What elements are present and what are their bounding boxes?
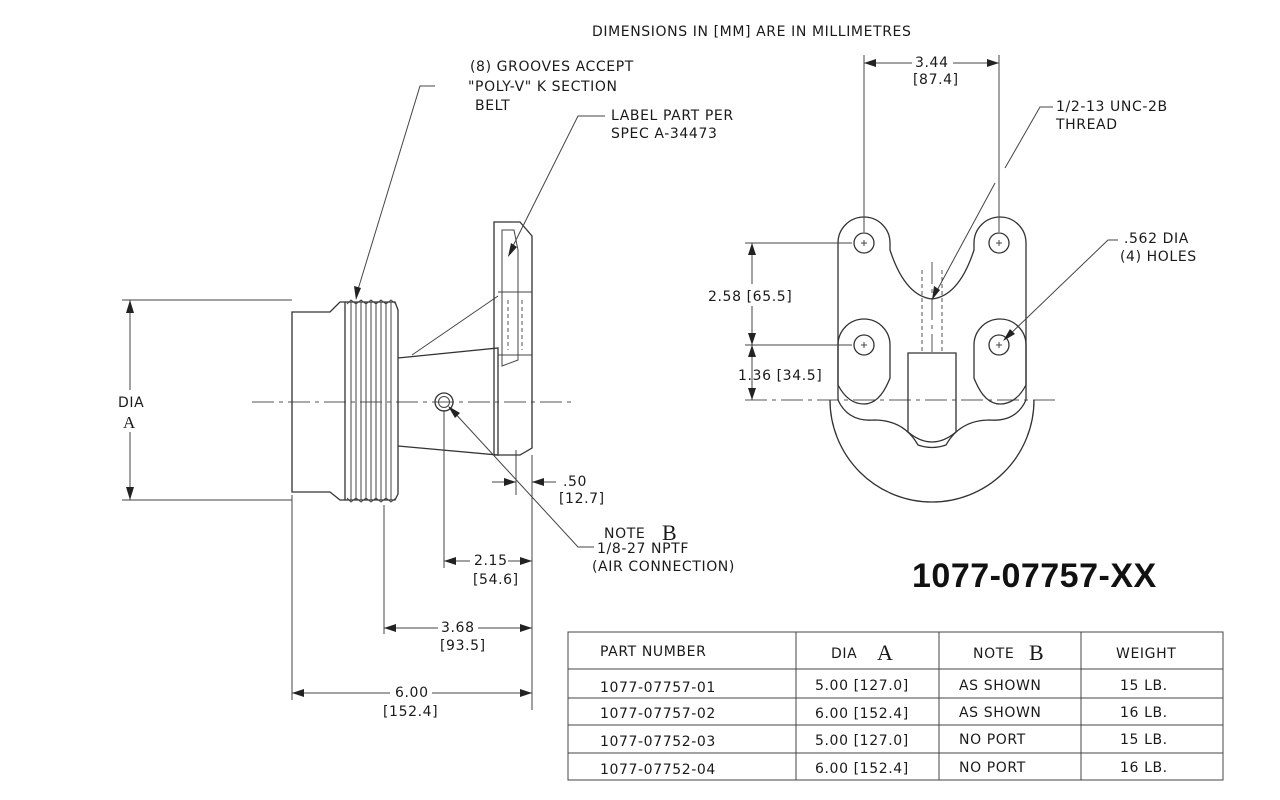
svg-text:3.68: 3.68 (441, 620, 475, 636)
dimensions-note: DIMENSIONS IN [MM] ARE IN MILLIMETRES (592, 24, 911, 40)
note-b-word: NOTE (604, 526, 645, 542)
mounting-holes (853, 232, 1010, 356)
svg-text:(AIR CONNECTION): (AIR CONNECTION) (592, 559, 735, 575)
svg-text:2.15: 2.15 (474, 553, 508, 569)
svg-text:[54.6]: [54.6] (473, 572, 519, 588)
thread-note: 1/2-13 UNC-2B THREAD (932, 99, 1168, 300)
svg-text:15 LB.: 15 LB. (1120, 678, 1168, 694)
svg-text:1077-07757-01: 1077-07757-01 (600, 680, 716, 696)
svg-text:"POLY-V" K SECTION: "POLY-V" K SECTION (468, 79, 618, 95)
note-b-callout: NOTE B 1/8-27 NPTF (AIR CONNECTION) (448, 406, 735, 575)
grooves-note: (8) GROOVES ACCEPT "POLY-V" K SECTION BE… (354, 59, 634, 300)
svg-text:[152.4]: [152.4] (383, 704, 438, 720)
svg-text:15 LB.: 15 LB. (1120, 732, 1168, 748)
table-row: 1077-07757-02 6.00 [152.4] AS SHOWN 16 L… (600, 705, 1168, 722)
svg-text:.50: .50 (563, 474, 587, 490)
svg-text:LABEL PART PER: LABEL PART PER (611, 108, 734, 124)
svg-text:NO PORT: NO PORT (959, 732, 1026, 748)
table-row: 1077-07752-04 6.00 [152.4] NO PORT 16 LB… (600, 760, 1168, 778)
svg-text:1.36 [34.5]: 1.36 [34.5] (738, 368, 822, 384)
svg-text:THREAD: THREAD (1055, 117, 1118, 133)
side-view (252, 221, 572, 503)
svg-text:2.58 [65.5]: 2.58 [65.5] (708, 289, 792, 305)
svg-text:5.00 [127.0]: 5.00 [127.0] (815, 678, 909, 694)
svg-text:1077-07752-04: 1077-07752-04 (600, 762, 716, 778)
th-dia: DIA (831, 646, 857, 662)
table-row: 1077-07757-01 5.00 [127.0] AS SHOWN 15 L… (600, 678, 1168, 696)
dia-a-dimension: DIA A (118, 299, 292, 501)
th-note: NOTE (973, 646, 1014, 662)
svg-text:.562 DIA: .562 DIA (1124, 231, 1189, 247)
label-note: LABEL PART PER SPEC A-34473 (508, 108, 734, 257)
svg-text:AS SHOWN: AS SHOWN (959, 678, 1041, 694)
dia-label: DIA (118, 395, 144, 411)
svg-text:SPEC A-34473: SPEC A-34473 (611, 126, 717, 142)
belt-grooves (345, 299, 399, 503)
table-row: 1077-07752-03 5.00 [127.0] NO PORT 15 LB… (600, 732, 1168, 750)
svg-text:5.00 [127.0]: 5.00 [127.0] (815, 733, 909, 749)
svg-text:16 LB.: 16 LB. (1120, 760, 1168, 776)
svg-text:16 LB.: 16 LB. (1120, 705, 1168, 721)
note-b-letter: B (662, 520, 677, 545)
front-view (745, 216, 1060, 503)
dim-050: .50 [12.7] (492, 450, 605, 710)
svg-text:[12.7]: [12.7] (559, 491, 605, 507)
svg-text:[87.4]: [87.4] (913, 72, 959, 88)
th-weight: WEIGHT (1116, 646, 1176, 662)
parts-table: PART NUMBER DIA A NOTE B WEIGHT 1077-077… (567, 631, 1224, 781)
svg-text:1077-07757-02: 1077-07757-02 (600, 706, 716, 722)
th-part-number: PART NUMBER (600, 644, 706, 660)
svg-text:(8) GROOVES ACCEPT: (8) GROOVES ACCEPT (470, 59, 634, 75)
dim-258-136: 2.58 [65.5] 1.36 [34.5] (708, 242, 852, 400)
part-number-title: 1077-07757-XX (912, 557, 1157, 595)
dim-600: 6.00 [152.4] (291, 495, 532, 720)
th-dia-letter: A (877, 640, 893, 665)
svg-text:3.44: 3.44 (915, 55, 949, 71)
svg-text:AS SHOWN: AS SHOWN (959, 705, 1041, 721)
svg-text:BELT: BELT (475, 98, 510, 114)
dim-368: 3.68 [93.5] (383, 505, 532, 654)
svg-text:NO PORT: NO PORT (959, 760, 1026, 776)
dim-215: 2.15 [54.6] (443, 410, 532, 588)
dim-344: 3.44 [87.4] (863, 55, 1000, 232)
svg-text:[93.5]: [93.5] (440, 638, 486, 654)
th-note-letter: B (1029, 640, 1044, 665)
holes-note: .562 DIA (4) HOLES (1003, 231, 1197, 341)
svg-text:1/2-13 UNC-2B: 1/2-13 UNC-2B (1056, 99, 1168, 115)
dia-letter: A (123, 413, 136, 432)
svg-text:1077-07752-03: 1077-07752-03 (600, 734, 716, 750)
svg-text:6.00: 6.00 (395, 685, 429, 701)
svg-text:1/8-27 NPTF: 1/8-27 NPTF (597, 541, 689, 557)
svg-text:6.00 [152.4]: 6.00 [152.4] (815, 706, 909, 722)
svg-text:6.00 [152.4]: 6.00 [152.4] (815, 761, 909, 777)
svg-text:(4) HOLES: (4) HOLES (1120, 249, 1197, 265)
